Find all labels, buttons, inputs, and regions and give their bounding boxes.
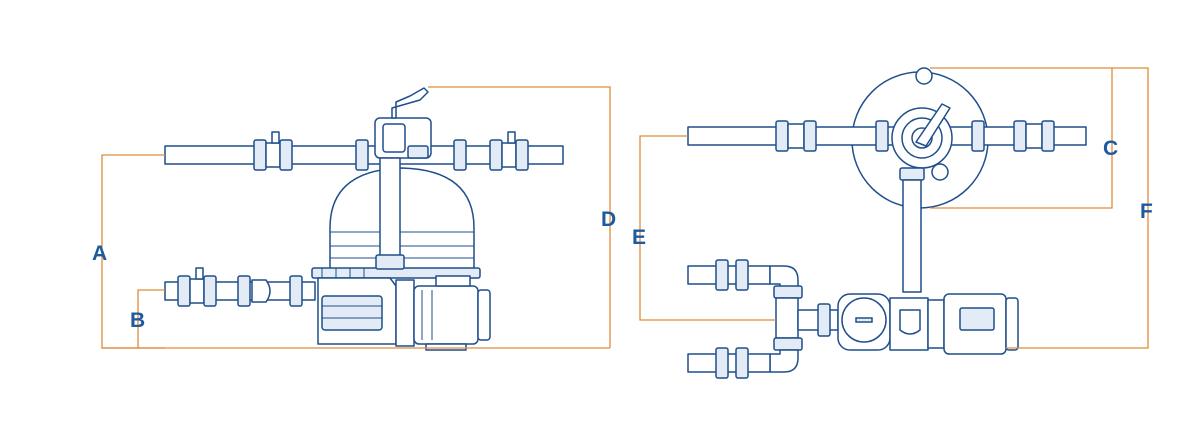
top-view (687, 67, 1087, 379)
dimension-label-b: B (130, 309, 145, 332)
vertical-pipe (375, 157, 405, 270)
dimension-lines (101, 67, 1149, 349)
dimension-label-c: C (1103, 137, 1118, 160)
pump-top (837, 293, 1019, 355)
valve-top (891, 103, 953, 181)
dimension-label-f: F (1140, 200, 1153, 223)
top-vertical-pipe (902, 179, 922, 293)
pump (317, 275, 491, 351)
multiport-valve (374, 87, 432, 159)
upper-pipe-run (164, 131, 564, 171)
dimension-label-d: D (601, 208, 616, 231)
dimension-label-e: E (632, 226, 646, 249)
dimension-labels: A B C D E F (92, 137, 1153, 332)
top-pipe-run (687, 120, 1087, 152)
front-view (164, 87, 564, 351)
lower-pipe-run (164, 267, 316, 307)
dimension-label-a: A (92, 242, 107, 265)
manifold (687, 259, 839, 379)
